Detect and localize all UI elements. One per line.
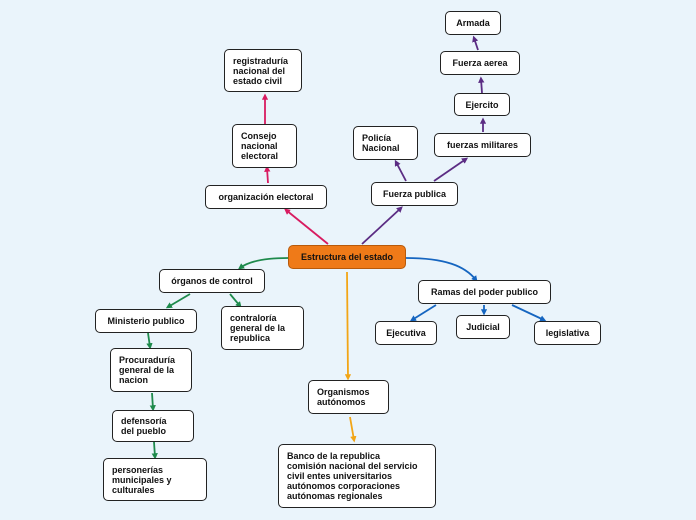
node-ministerio-publico[interactable]: Ministerio publico xyxy=(95,309,197,333)
edge-ramas-legislativa xyxy=(511,304,547,322)
edge-procuraduria-defensoria xyxy=(149,392,156,412)
node-legislativa[interactable]: legislativa xyxy=(534,321,601,345)
edge-organos-ministerio xyxy=(165,293,191,309)
edge-ramas-ejecutiva xyxy=(409,304,437,322)
edge-root-organismos xyxy=(344,271,352,381)
node-organismos-autonomos[interactable]: Organismos autónomos xyxy=(308,380,389,414)
node-banco-de-la-republica[interactable]: Banco de la republica comisión nacional … xyxy=(278,444,436,508)
edge-root-organos xyxy=(237,257,289,270)
node-consejo-nacional-electoral[interactable]: Consejo nacional electoral xyxy=(232,124,297,168)
node-ejercito[interactable]: Ejercito xyxy=(454,93,510,116)
node-contraloria[interactable]: contraloría general de la republica xyxy=(221,306,304,350)
edge-fuerza-policia xyxy=(394,159,407,182)
edge-root-fuerza xyxy=(361,206,403,245)
edge-fuerza-militares xyxy=(433,157,469,182)
node-procuraduria[interactable]: Procuraduría general de la nacion xyxy=(110,348,192,392)
edge-root-org-electoral xyxy=(284,208,329,245)
node-ejecutiva[interactable]: Ejecutiva xyxy=(375,321,437,345)
edge-organos-contraloria xyxy=(229,293,242,308)
node-armada[interactable]: Armada xyxy=(445,11,501,35)
edge-org-electoral-consejo xyxy=(264,165,271,184)
node-fuerza-publica[interactable]: Fuerza publica xyxy=(371,182,458,206)
edge-organismos-banco xyxy=(349,416,357,443)
node-judicial[interactable]: Judicial xyxy=(456,315,510,339)
edge-defensoria-personerias xyxy=(151,441,158,460)
edge-root-ramas xyxy=(405,257,478,282)
node-fuerza-aerea[interactable]: Fuerza aerea xyxy=(440,51,520,75)
node-organos-de-control[interactable]: órganos de control xyxy=(159,269,265,293)
root-node-estructura-del-estado[interactable]: Estructura del estado xyxy=(288,245,406,269)
node-ramas-del-poder-publico[interactable]: Ramas del poder publico xyxy=(418,280,551,304)
edge-aerea-armada xyxy=(472,35,479,51)
node-fuerzas-militares[interactable]: fuerzas militares xyxy=(434,133,531,157)
edge-ejercito-aerea xyxy=(478,76,485,94)
node-policia-nacional[interactable]: Policía Nacional xyxy=(353,126,418,160)
node-registraduria[interactable]: registraduría nacional del estado civil xyxy=(224,49,302,92)
node-organizacion-electoral[interactable]: organización electoral xyxy=(205,185,327,209)
edge-ministerio-procuraduria xyxy=(146,332,153,350)
node-personerias[interactable]: personerías municipales y culturales xyxy=(103,458,207,501)
node-defensoria-del-pueblo[interactable]: defensoría del pueblo xyxy=(112,410,194,442)
